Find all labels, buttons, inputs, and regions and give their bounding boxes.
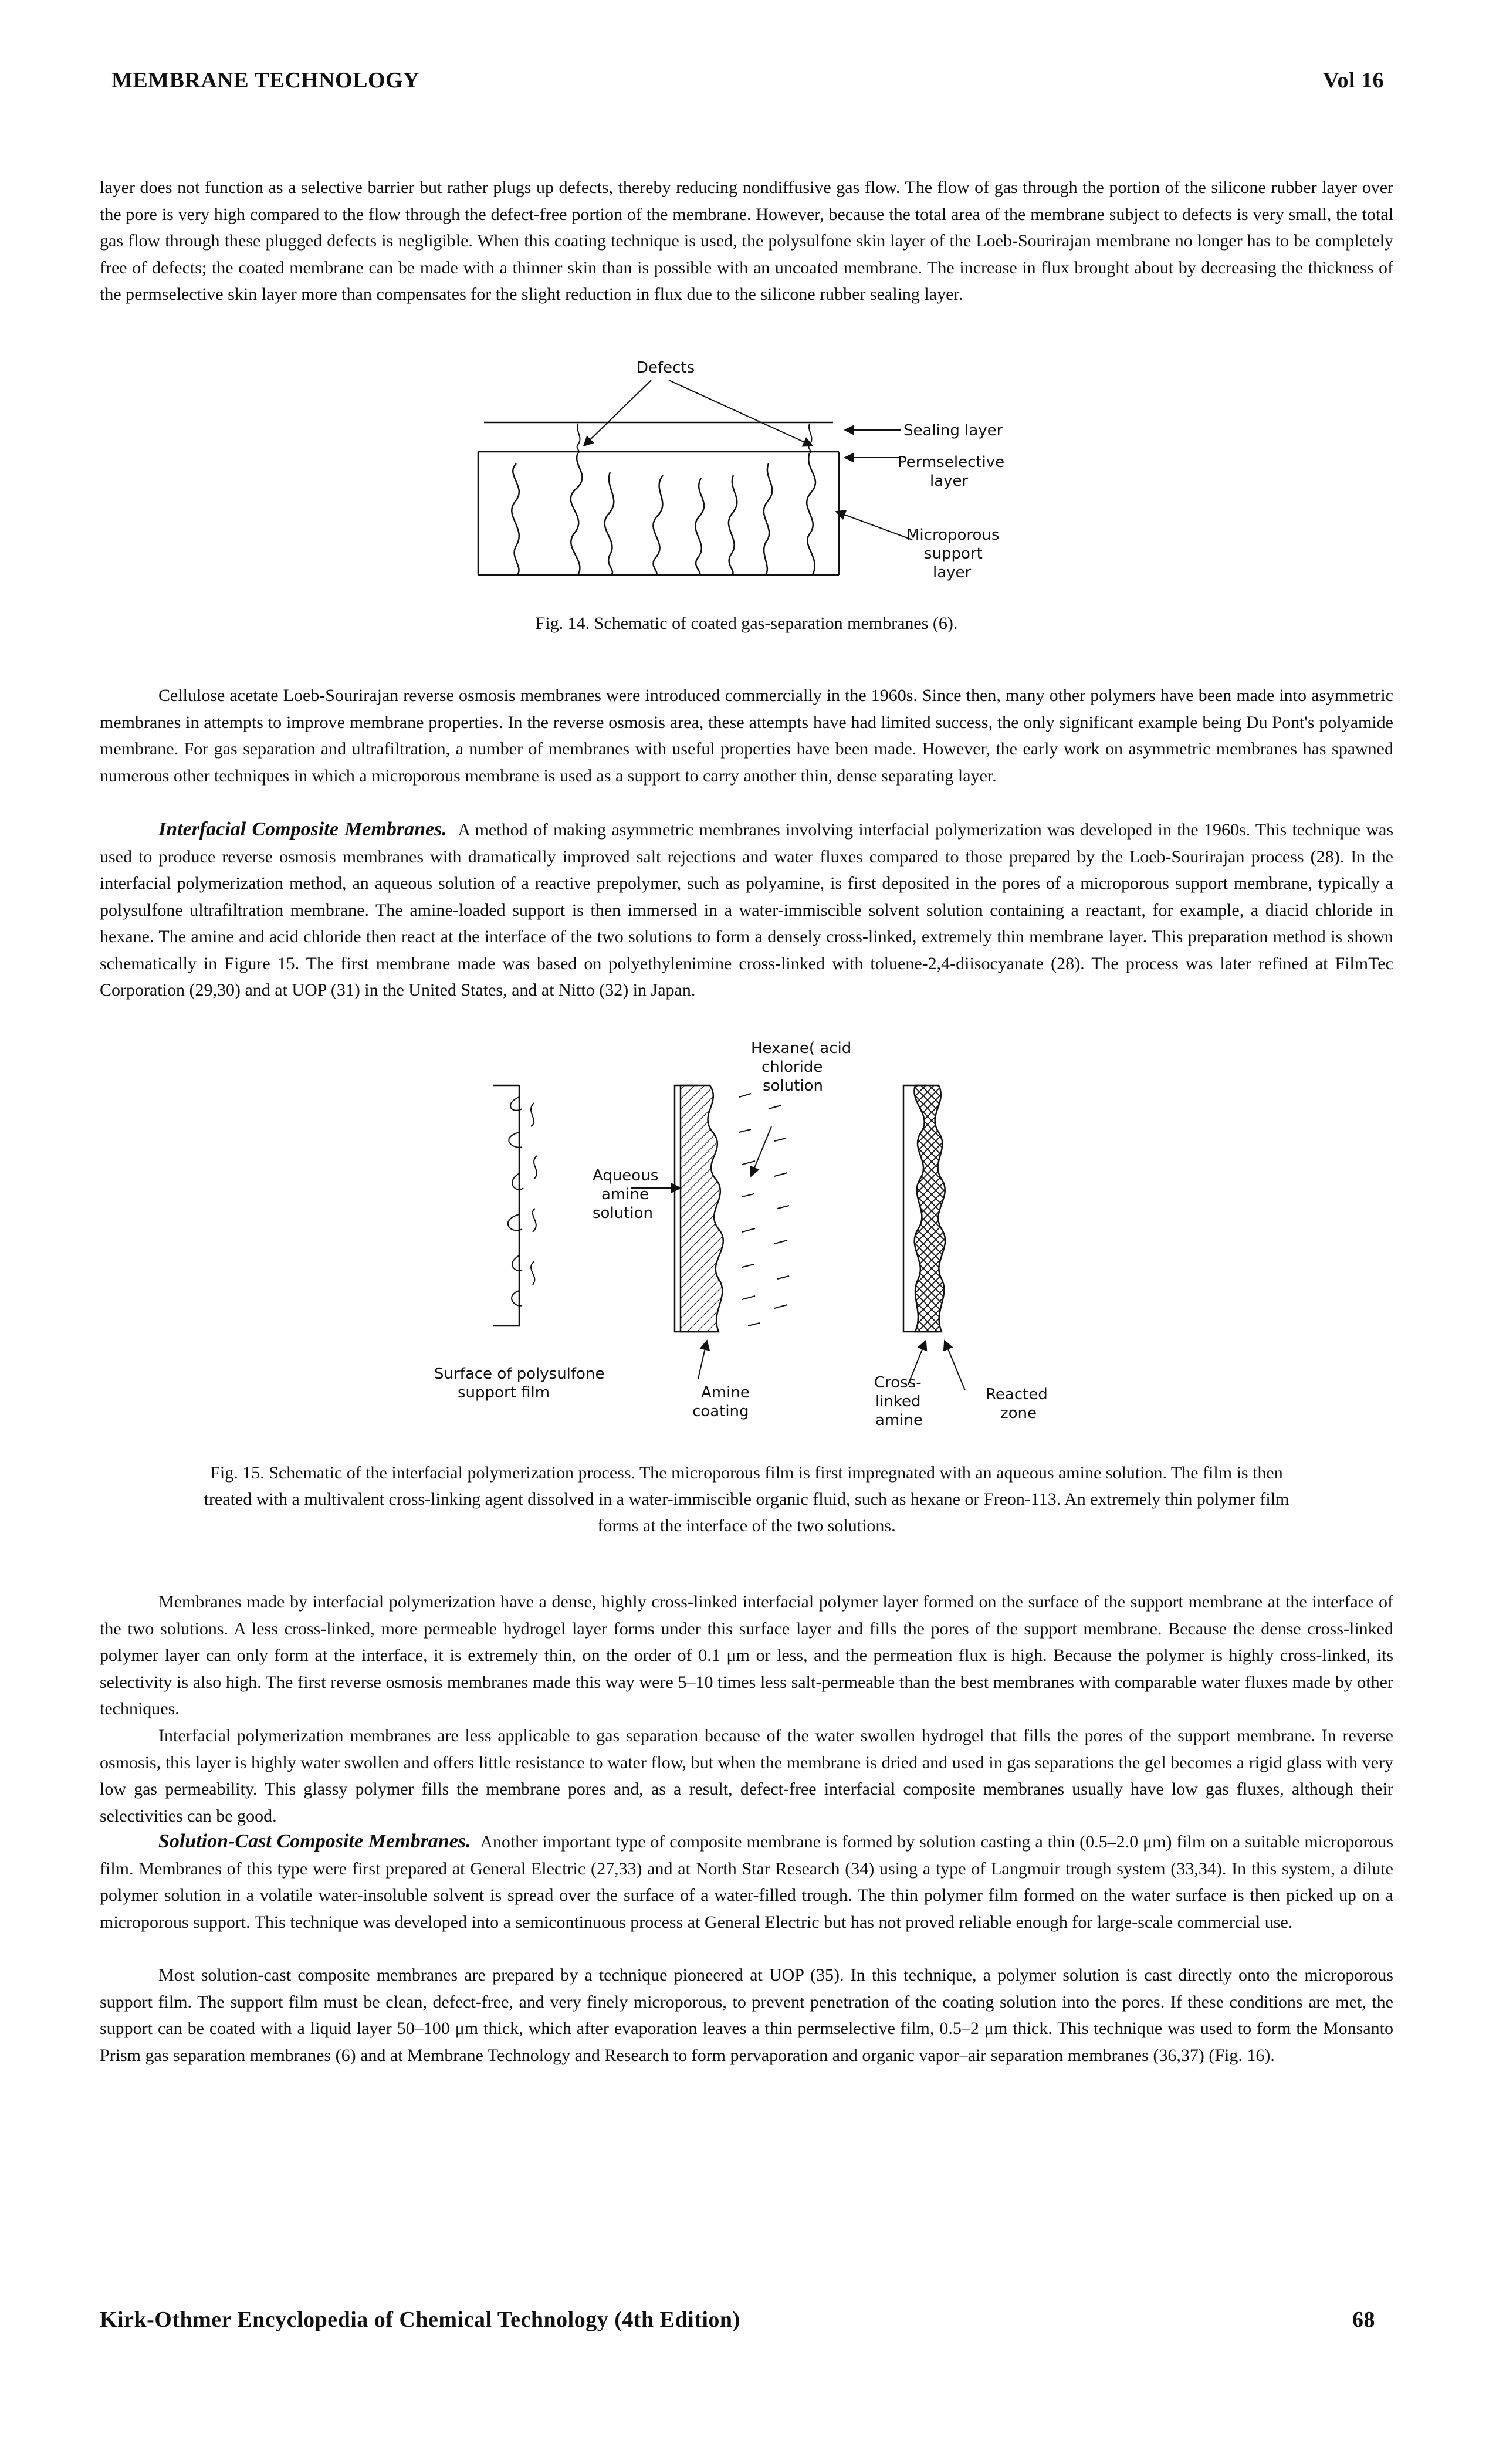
fig14-label-microporous-1: Microporous — [906, 526, 999, 544]
paragraph-uop-technique: Most solution-cast composite membranes a… — [100, 1965, 1393, 2065]
fig15-panel2-hexane-dashes — [739, 1093, 790, 1326]
figure-14-caption: Fig. 14. Schematic of coated gas-separat… — [535, 614, 958, 633]
fig14-pore-4 — [727, 475, 738, 576]
fig15-label-reacted-1: Reacted — [986, 1386, 1048, 1403]
figure-15-caption-line-3: forms at the interface of the two soluti… — [597, 1516, 896, 1535]
fig15-label-cross-3: amine — [875, 1412, 923, 1429]
running-header-title: MEMBRANE TECHNOLOGY — [111, 68, 420, 93]
fig15-arrow-amine-coating — [698, 1339, 710, 1379]
footer-page-number: 68 — [1352, 2307, 1375, 2332]
fig14-label-defects: Defects — [637, 359, 695, 377]
fig15-label-reacted-2: zone — [1000, 1404, 1037, 1422]
fig15-label-cross-2: linked — [875, 1393, 921, 1410]
fig14-defect-pointer-left — [583, 380, 652, 447]
paragraph-solution-cast-body: Another important type of composite memb… — [100, 1832, 1393, 1932]
fig14-pore-5 — [763, 463, 773, 576]
fig15-panel1-pores — [507, 1096, 524, 1307]
fig14-label-sealing: Sealing layer — [903, 422, 1003, 439]
fig14-pore-2 — [570, 452, 583, 576]
fig14-label-microporous-2: support — [924, 545, 983, 563]
fig15-panel1-support — [493, 1084, 520, 1327]
fig14-pore-2b — [604, 472, 615, 576]
fig14-pore-5b — [806, 452, 817, 576]
paragraph-interfacial-body: A method of making asymmetric membranes … — [100, 820, 1394, 1000]
running-header-volume: Vol 16 — [1323, 68, 1385, 93]
figure-15-interfacial-polymerization-schematic: Hexane( acid chloride solution Aqueous a… — [434, 1040, 1048, 1429]
fig15-label-amine-1: Amine — [701, 1384, 750, 1402]
figure-15-caption-line-2: treated with a multivalent cross-linking… — [204, 1490, 1289, 1509]
fig14-arrow-microporous — [835, 510, 913, 540]
paragraph-interfacial-composite: Interfacial Composite Membranes. A metho… — [100, 816, 1393, 1004]
fig15-panel2-amine-coating — [679, 1084, 724, 1333]
fig15-label-hexane-2: chloride — [761, 1058, 823, 1076]
figure-15-caption: Fig. 15. Schematic of the interfacial po… — [100, 1460, 1393, 1539]
fig15-arrow-crosslinked — [908, 1339, 928, 1385]
figure-14-coated-membrane-schematic: Defects Sealing layer Permselective laye… — [477, 359, 1004, 581]
section-head-interfacial: Interfacial Composite Membranes. — [158, 818, 447, 840]
fig14-pore-3b — [695, 478, 705, 576]
fig14-label-microporous-3: layer — [933, 564, 972, 581]
footer-source-title: Kirk-Othmer Encyclopedia of Chemical Tec… — [100, 2307, 740, 2332]
fig14-label-permselective-1: Permselective — [898, 453, 1004, 471]
paragraph-interfacial-properties: Membranes made by interfacial polymeriza… — [100, 1592, 1393, 1718]
fig15-label-hexane-1: Hexane( acid — [751, 1040, 851, 1057]
fig14-defect-pointer-right — [668, 380, 814, 447]
fig14-pore-3 — [652, 475, 664, 576]
paragraph-asymmetric-history: Cellulose acetate Loeb-Sourirajan revers… — [100, 686, 1393, 786]
fig15-arrow-reacted — [943, 1339, 966, 1391]
fig15-label-aqueous-3: solution — [593, 1204, 653, 1222]
paragraph-coating-technique: layer does not function as a selective b… — [100, 178, 1393, 304]
fig14-defect-plug-left — [576, 423, 581, 453]
fig15-label-aqueous-2: amine — [601, 1186, 649, 1203]
fig15-panel1-pores-b — [530, 1102, 537, 1285]
fig15-label-surface-1: Surface of polysulfone — [434, 1365, 604, 1383]
paragraph-gas-separation-limits: Interfacial polymerization membranes are… — [100, 1726, 1393, 1826]
fig15-label-surface-2: support film — [458, 1384, 550, 1402]
fig14-pore-1 — [511, 463, 520, 576]
fig15-label-aqueous-1: Aqueous — [593, 1167, 658, 1184]
fig15-label-cross-1: Cross- — [874, 1374, 922, 1392]
paragraph-solution-cast: Solution-Cast Composite Membranes. Anoth… — [100, 1828, 1393, 1935]
fig15-label-hexane-3: solution — [763, 1077, 823, 1095]
fig14-label-permselective-2: layer — [930, 472, 969, 490]
figure-15-caption-line-1: Fig. 15. Schematic of the interfacial po… — [210, 1463, 1283, 1483]
fig14-defect-plug-right — [808, 423, 813, 453]
section-head-solution-cast: Solution-Cast Composite Membranes. — [158, 1830, 471, 1852]
fig15-arrow-hexane — [749, 1126, 772, 1177]
fig15-panel3-crosslinked-layer — [913, 1084, 946, 1333]
fig15-label-amine-2: coating — [692, 1403, 749, 1420]
